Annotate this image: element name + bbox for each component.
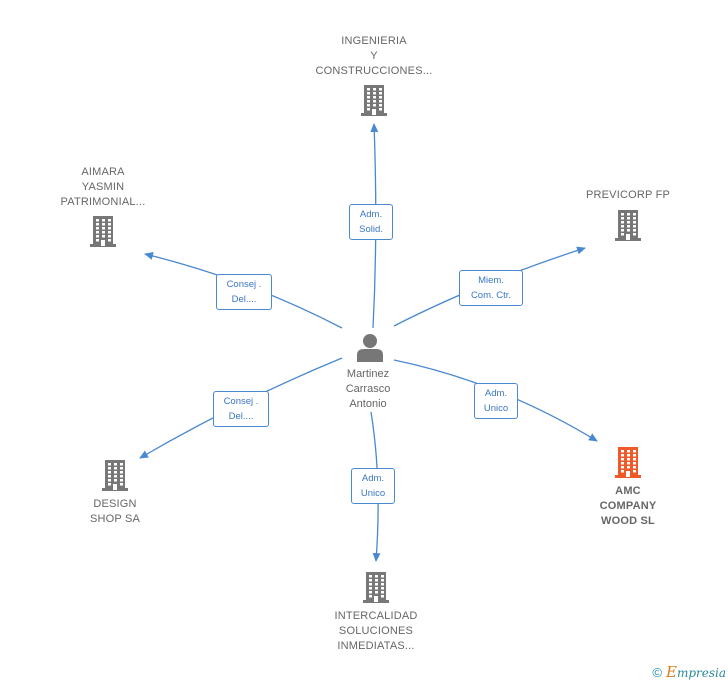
copyright-symbol: © [652,665,662,680]
edge-label-design[interactable]: Consej . Del.... [213,391,269,427]
footer-brand: ©Empresia [652,663,726,681]
node-aimara-label: AIMARA YASMIN PATRIMONIAL... [60,166,146,208]
node-amc[interactable]: AMC COMPANY WOOD SL [568,445,688,529]
center-person-name: Martinez Carrasco Antonio [345,368,391,410]
brand-name: mpresia [676,666,726,680]
node-ingenieria-label: INGENIERIA Y CONSTRUCCIONES... [315,35,433,77]
building-icon [102,460,128,491]
person-icon [357,334,383,362]
edge-label-previcorp[interactable]: Miem. Com. Ctr. [459,270,523,306]
node-previcorp-label: PREVICORP FP [585,189,671,201]
building-icon [615,447,641,478]
building-icon [615,210,641,241]
node-design-label: DESIGN SHOP SA [89,498,141,525]
edge-label-intercalidad[interactable]: Adm. Unico [351,468,395,504]
node-ingenieria[interactable]: INGENIERIA Y CONSTRUCCIONES... [294,34,454,117]
node-intercalidad-label: INTERCALIDAD SOLUCIONES INMEDIATAS... [334,610,418,652]
node-design[interactable]: DESIGN SHOP SA [55,458,175,527]
building-icon [90,216,116,247]
building-icon [361,85,387,116]
edge-label-aimara[interactable]: Consej . Del.... [216,274,272,310]
brand-initial: E [665,663,677,681]
node-previcorp[interactable]: PREVICORP FP [563,188,693,242]
node-amc-label: AMC COMPANY WOOD SL [599,485,657,527]
edge-label-amc[interactable]: Adm. Unico [474,383,518,419]
node-intercalidad[interactable]: INTERCALIDAD SOLUCIONES INMEDIATAS... [296,570,456,654]
center-person[interactable] [353,332,387,362]
node-aimara[interactable]: AIMARA YASMIN PATRIMONIAL... [38,165,168,248]
building-icon [363,572,389,603]
edge-label-ingenieria[interactable]: Adm. Solid. [349,204,393,240]
